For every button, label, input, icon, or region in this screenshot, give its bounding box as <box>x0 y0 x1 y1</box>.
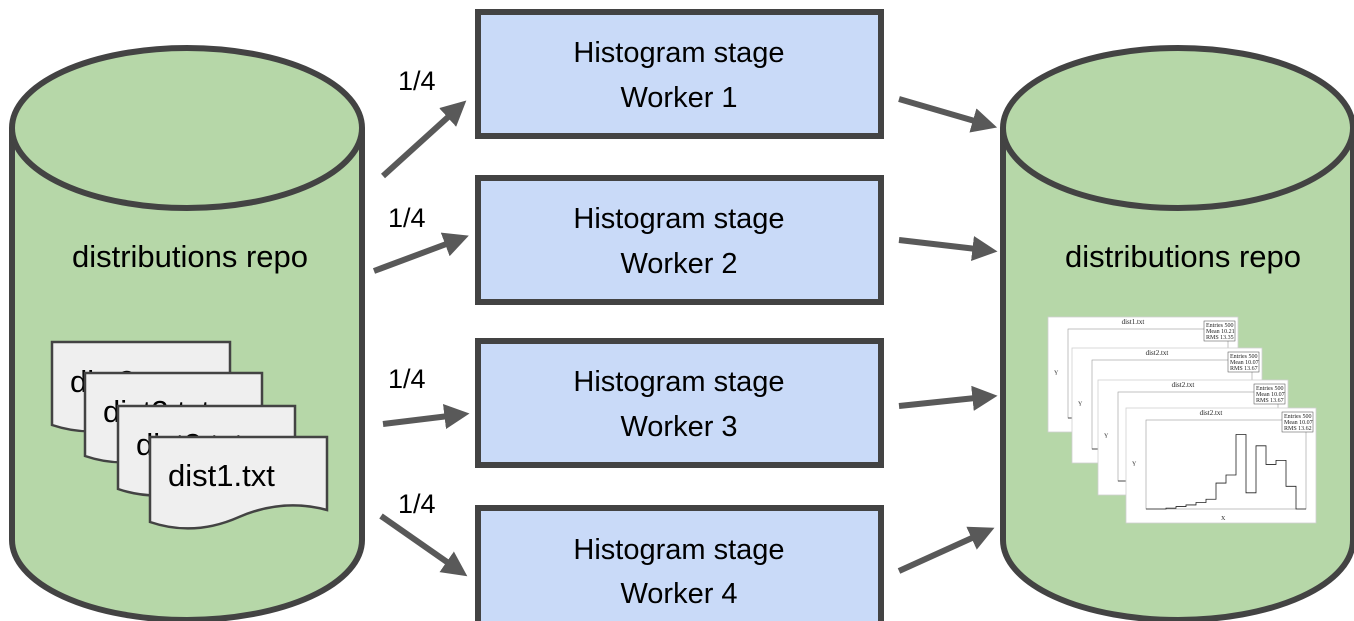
source-repo-label: distributions repo <box>72 239 308 274</box>
fraction-label: 1/4 <box>388 203 426 233</box>
thumbnail-plot-frame <box>1145 419 1307 510</box>
merge-arrow <box>898 236 998 262</box>
worker-line1: Histogram stage <box>573 534 784 566</box>
worker-line1: Histogram stage <box>573 366 784 398</box>
thumbnail-stats-box <box>1253 383 1286 405</box>
thumbnail-stat: Mean 10.07 <box>1284 420 1313 426</box>
fraction-label: 1/4 <box>388 364 426 394</box>
fraction-label: 1/4 <box>398 489 436 519</box>
thumbnail-stat: RMS 13.62 <box>1284 426 1312 432</box>
split-arrow <box>380 100 467 179</box>
worker-line2: Worker 3 <box>620 411 737 443</box>
thumbnail-stat: RMS 13.35 <box>1206 335 1234 341</box>
worker-box: Histogram stage Worker 4 <box>475 505 884 621</box>
output-repo-label: distributions repo <box>1065 239 1301 274</box>
thumbnail-stats-box <box>1227 351 1260 373</box>
worker-box: Histogram stage Worker 1 <box>475 9 884 139</box>
thumbnail-title: dist2.txt <box>1146 349 1169 357</box>
thumbnail-y-label: Y <box>1054 371 1059 377</box>
worker-line1: Histogram stage <box>573 37 784 69</box>
merge-arrow <box>898 385 998 411</box>
worker-line2: Worker 2 <box>620 248 737 280</box>
split-arrow <box>379 513 468 577</box>
thumbnail-stat: Mean 10.07 <box>1256 392 1285 398</box>
thumbnail-y-label: Y <box>1132 462 1137 468</box>
thumbnail-stat: Entries 500 <box>1230 354 1258 360</box>
split-arrow <box>372 232 469 274</box>
thumbnail-title: dist2.txt <box>1172 381 1195 389</box>
thumbnail-title: dist2.txt <box>1200 409 1223 417</box>
worker-line1: Histogram stage <box>573 203 784 235</box>
fraction-label: 1/4 <box>398 66 436 96</box>
thumbnail-stat: Entries 500 <box>1284 414 1312 420</box>
thumbnail-stat: Entries 500 <box>1256 386 1284 392</box>
worker-box: Histogram stage Worker 3 <box>475 338 884 468</box>
worker-line2: Worker 1 <box>620 82 737 114</box>
thumbnail-x-label: X <box>1221 516 1226 522</box>
thumbnail-stat: Mean 10.21 <box>1206 329 1235 335</box>
merge-arrow <box>897 526 995 574</box>
thumbnail-stat: Mean 10.07 <box>1230 360 1259 366</box>
thumbnail-stat: Entries 500 <box>1206 323 1234 329</box>
source-file-label: dist1.txt <box>168 458 275 493</box>
thumbnail-y-label: Y <box>1104 434 1109 440</box>
source-file-doc: dist1.txt <box>148 435 329 530</box>
thumbnail-stats-box <box>1281 411 1314 433</box>
split-arrow <box>382 404 470 430</box>
thumbnail-stat: RMS 13.67 <box>1256 398 1284 404</box>
thumbnail-stat: RMS 13.67 <box>1230 366 1258 372</box>
thumbnail-y-label: Y <box>1078 402 1083 408</box>
worker-box: Histogram stage Worker 2 <box>475 175 884 305</box>
thumbnail-stats-box <box>1203 320 1236 342</box>
worker-line2: Worker 4 <box>620 578 737 610</box>
thumbnail-title: dist1.txt <box>1122 318 1145 326</box>
thumbnail-histogram-line <box>1146 434 1306 510</box>
merge-arrow <box>898 96 998 133</box>
source-repo-cylinder: distributions repo dist3.txt dist2.txt d… <box>9 45 365 621</box>
